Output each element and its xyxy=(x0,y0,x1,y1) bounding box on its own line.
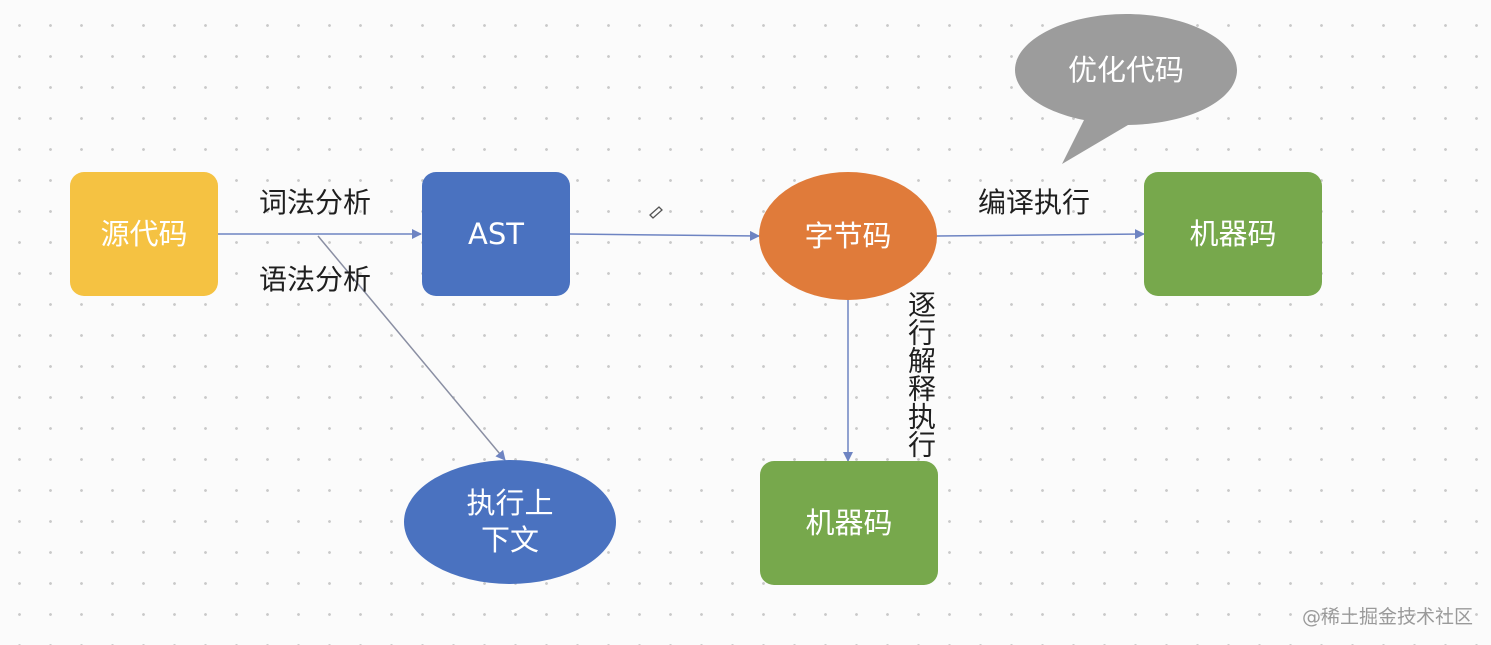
source-code-node: 源代码 xyxy=(70,172,218,296)
interpret-line-by-line-label: 逐行解释执行 xyxy=(904,290,937,458)
execution-context-node: 执行上 下文 xyxy=(404,460,616,584)
edge-ast-to-bytecode xyxy=(569,230,760,241)
ast-label: AST xyxy=(468,216,524,251)
execution-context-label: 执行上 下文 xyxy=(466,486,554,557)
source-code-label: 源代码 xyxy=(100,216,188,251)
optimize-bubble-shape xyxy=(1015,14,1237,164)
machine-code-bottom-node: 机器码 xyxy=(760,461,938,585)
ast-node: AST xyxy=(422,172,570,296)
machine-code-top-node: 机器码 xyxy=(1144,172,1322,296)
lexical-analysis-label: 词法分析 xyxy=(259,186,372,219)
compile-execute-label: 编译执行 xyxy=(978,186,1091,219)
machine-code-top-label: 机器码 xyxy=(1189,216,1277,251)
machine-code-bottom-label: 机器码 xyxy=(805,505,893,540)
pencil-mark-icon xyxy=(649,206,663,219)
bytecode-label: 字节码 xyxy=(804,218,892,253)
edge-compile xyxy=(936,229,1145,240)
optimize-bubble-text-box: 优化代码 xyxy=(1030,44,1222,96)
edge-to-context xyxy=(317,235,506,461)
optimize-code-label: 优化代码 xyxy=(1067,52,1184,87)
watermark: @稀土掘金技术社区 xyxy=(1301,606,1473,628)
bytecode-node: 字节码 xyxy=(759,172,937,300)
syntax-analysis-label: 语法分析 xyxy=(259,263,372,296)
